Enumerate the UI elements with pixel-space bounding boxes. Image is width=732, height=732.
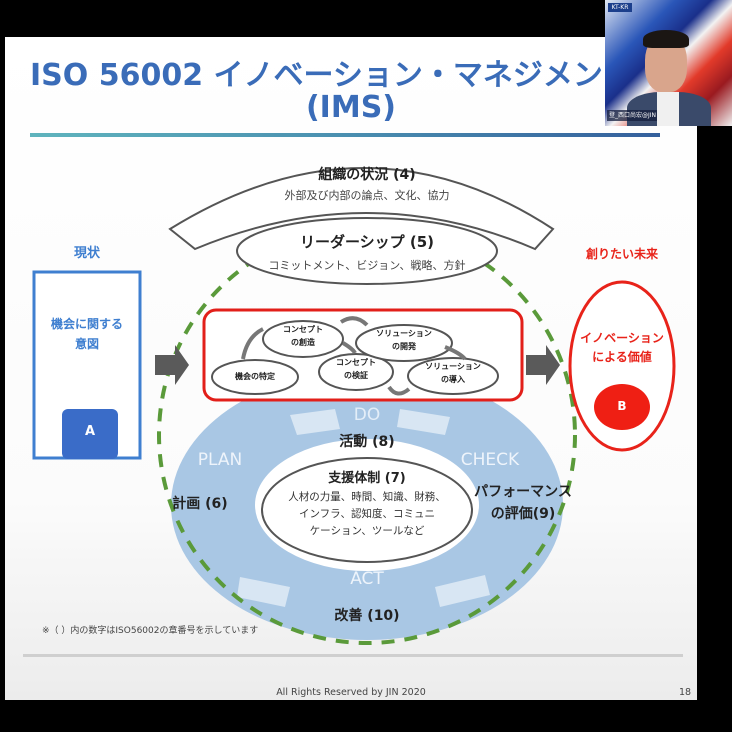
- support-line-3: ケーション、ツールなど: [309, 525, 425, 537]
- process-solution-deploy-2: の導入: [441, 375, 465, 384]
- support-line-1: 人材の力量、時間、知識、財務、: [288, 491, 446, 503]
- operation-label: 活動 (8): [339, 434, 395, 450]
- footnote: ※（ ）内の数字はISO56002の章番号を示しています: [42, 626, 259, 636]
- process-opportunity: 機会の特定: [235, 372, 275, 381]
- pdca-check: CHECK: [460, 450, 520, 470]
- future-state-label-1: イノベーション: [580, 331, 664, 345]
- leadership-ellipse: [236, 217, 498, 285]
- current-state-label-1: 機会に関する: [50, 317, 123, 331]
- improvement-label: 改善 (10): [334, 608, 400, 624]
- title-divider: [30, 133, 660, 137]
- performance-label-1: パフォーマンス: [474, 484, 572, 500]
- speaker-shirt: [657, 92, 679, 126]
- pdca-do: DO: [353, 405, 381, 425]
- current-state-a: A: [84, 424, 96, 439]
- speaker-hair: [643, 30, 689, 48]
- leadership-title: リーダーシップ (5): [299, 233, 435, 251]
- pdca-plan: PLAN: [197, 450, 243, 470]
- ims-diagram: [32, 167, 676, 645]
- slide-title-abbr: (IMS): [305, 90, 397, 125]
- speaker-video-thumbnail[interactable]: KT-KR 登_西口尚宏@JIN: [605, 0, 732, 126]
- context-title: 組織の状況 (4): [318, 167, 416, 183]
- future-state-b: B: [617, 399, 627, 413]
- process-solution-deploy-1: ソリューション: [425, 362, 481, 371]
- process-concept-validate-1: コンセプト: [336, 358, 376, 367]
- process-solution-develop-2: の開発: [392, 342, 416, 351]
- future-state-label-2: による価値: [592, 350, 652, 364]
- participant-name: 登_西口尚宏@JIN: [607, 110, 657, 121]
- process-concept-validate-2: の検証: [344, 371, 368, 380]
- process-solution-develop-1: ソリューション: [376, 329, 432, 338]
- context-desc: 外部及び内部の論点、文化、協力: [284, 189, 450, 202]
- process-concept-create-1: コンセプト: [283, 325, 323, 334]
- leadership-desc: コミットメント、ビジョン、戦略、方針: [268, 259, 466, 272]
- support-line-2: インフラ、認知度、コミュニ: [299, 508, 435, 520]
- process-concept-create-2: の創造: [291, 338, 315, 347]
- slide-title: ISO 56002 イノベーション・マネジメントシス: [30, 58, 693, 93]
- presentation-slide: ISO 56002 イノベーション・マネジメントシス (IMS): [5, 37, 697, 700]
- context-arc: [168, 167, 555, 251]
- dashed-boundary: [157, 225, 577, 645]
- current-state-label-2: 意図: [74, 337, 99, 351]
- current-state-heading: 現状: [73, 246, 100, 261]
- support-title: 支援体制 (7): [328, 471, 406, 486]
- page-number: 18: [679, 687, 692, 698]
- pdca-act: ACT: [350, 569, 384, 589]
- event-badge: KT-KR: [608, 3, 632, 12]
- support-ellipse: [261, 457, 473, 563]
- copyright: All Rights Reserved by JIN 2020: [276, 687, 426, 698]
- performance-label-2: の評価(9): [490, 506, 556, 522]
- planning-label: 計画 (6): [172, 496, 228, 512]
- future-state-heading: 創りたい未来: [585, 247, 658, 261]
- footer-divider: [23, 654, 683, 657]
